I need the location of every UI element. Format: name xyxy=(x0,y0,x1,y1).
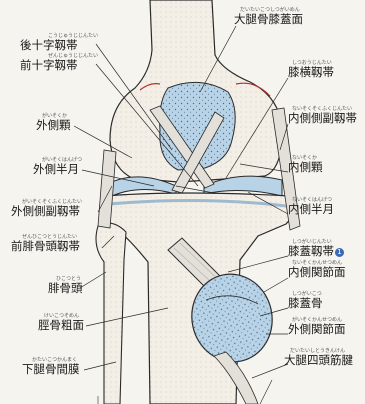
label-anterior-fibular-head-ligament: 前腓骨頭靱帯 xyxy=(11,240,80,253)
label-transverse-ligament: 膝横靱帯 xyxy=(288,66,334,79)
label-anterior-cruciate-ligament: 前十字靱帯 xyxy=(20,59,78,72)
label-interosseous-membrane: 下腿骨間膜 xyxy=(22,363,80,376)
label-quadriceps-tendon: 大腿四頭筋腱 xyxy=(284,354,353,367)
label-medial-articular-surface: 内側関節面 xyxy=(288,266,346,279)
label-fibular-head: 腓骨頭 xyxy=(48,282,83,295)
label-posterior-cruciate-ligament: 後十字靱帯 xyxy=(20,39,78,52)
label-medial-collateral-ligament: 内側側副靱帯 xyxy=(288,112,357,125)
label-tibial-tuberosity: 脛骨粗面 xyxy=(38,319,84,332)
label-patella: 膝蓋骨 xyxy=(288,297,323,310)
label-lateral-collateral-ligament: 外側側副靱帯 xyxy=(11,205,80,218)
label-medial-meniscus: 内側半月 xyxy=(288,203,334,216)
label-femur-patellar-surface: 大腿骨膝蓋面 xyxy=(234,13,303,26)
label-lateral-articular-surface: 外側関節面 xyxy=(288,323,346,336)
label-lateral-condyle: 外側顆 xyxy=(36,119,71,132)
patellar-ligament-text: 膝蓋靱帯 xyxy=(288,244,334,258)
label-lateral-meniscus: 外側半月 xyxy=(33,163,79,176)
label-medial-condyle: 内側顆 xyxy=(288,161,323,174)
badge-number: 1 xyxy=(335,248,344,257)
